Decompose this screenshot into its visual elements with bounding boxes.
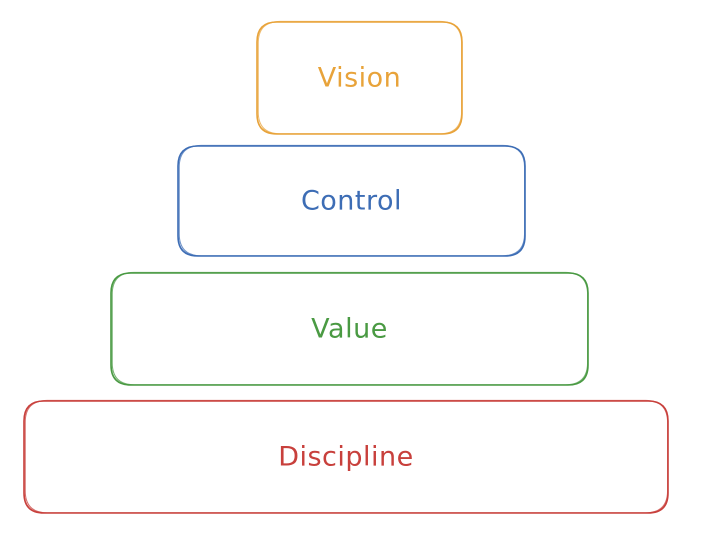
- layer-vision-label: Vision: [317, 62, 402, 94]
- layer-discipline: Discipline: [23, 399, 669, 514]
- layer-discipline-label: Discipline: [278, 441, 414, 473]
- layer-control-outline: [177, 144, 526, 257]
- layer-value-label: Value: [311, 313, 388, 345]
- layer-control: Control: [177, 144, 526, 257]
- layer-value: Value: [110, 271, 589, 386]
- outline-stroke: [24, 399, 669, 514]
- layer-vision-outline: [256, 20, 463, 135]
- outline-stroke: [178, 144, 526, 257]
- outline-stroke: [257, 20, 463, 135]
- outline-stroke: [111, 271, 589, 386]
- layer-vision: Vision: [256, 20, 463, 135]
- layer-control-label: Control: [300, 185, 403, 217]
- layer-discipline-outline: [23, 399, 669, 514]
- layer-value-outline: [110, 271, 589, 386]
